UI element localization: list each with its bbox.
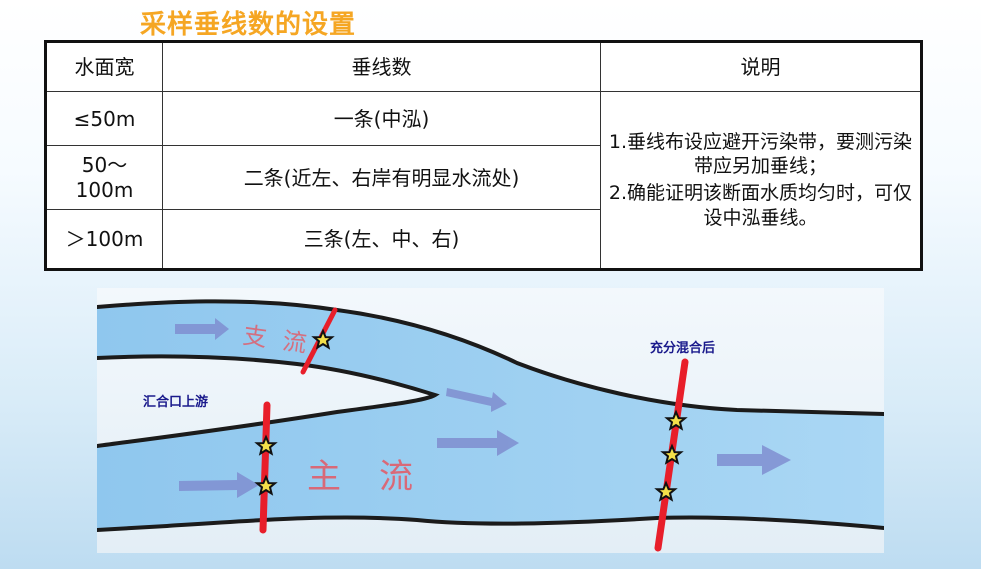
flow-arrow: [175, 318, 229, 340]
main-lower-bank: [97, 515, 884, 532]
upstream-label: 汇合口上游: [143, 394, 208, 410]
header-note: 说明: [600, 41, 922, 92]
flow-arrow: [179, 472, 259, 498]
row-count: 三条(左、中、右): [162, 209, 601, 270]
flow-arrow: [437, 430, 519, 456]
row-count: 二条(近左、右岸有明显水流处): [162, 145, 601, 210]
mixed-label: 充分混合后: [650, 340, 715, 356]
row-width: ＞100m: [45, 209, 163, 270]
river-water: [97, 301, 884, 530]
upstream-section-line: [259, 401, 271, 534]
header-width: 水面宽: [45, 41, 163, 92]
page-title: 采样垂线数的设置: [140, 10, 357, 40]
river-confluence-diagram: 支流 主流 汇合口上游 充分混合后: [97, 288, 884, 553]
tributary-lower-bank: [97, 354, 440, 448]
flow-arrow: [446, 388, 507, 412]
vertical-lines-table: 水面宽 垂线数 说明 ≤50m 一条(中泓) 1.垂线布设应避开污染带，要测污染…: [44, 40, 923, 271]
row-count: 一条(中泓): [162, 91, 601, 146]
tributary-upper-bank: [97, 299, 884, 416]
main-stream-label: 主流: [307, 457, 451, 497]
note-line-1: 1.垂线布设应避开污染带，要测污染带应另加垂线；: [608, 130, 913, 178]
row-width: ≤50m: [45, 91, 163, 146]
note-line-2: 2.确能证明该断面水质均匀时，可仅设中泓垂线。: [608, 182, 913, 229]
table-row: ≤50m 一条(中泓) 1.垂线布设应避开污染带，要测污染带应另加垂线； 2.确…: [45, 91, 922, 270]
note-cell: 1.垂线布设应避开污染带，要测污染带应另加垂线； 2.确能证明该断面水质均匀时，…: [600, 91, 922, 270]
header-count: 垂线数: [162, 41, 601, 92]
table-row: ＞100m 三条(左、中、右): [45, 209, 922, 270]
flow-arrow: [717, 445, 791, 475]
row-width: 50～100m: [45, 145, 163, 210]
table-header-row: 水面宽 垂线数 说明: [45, 41, 922, 92]
